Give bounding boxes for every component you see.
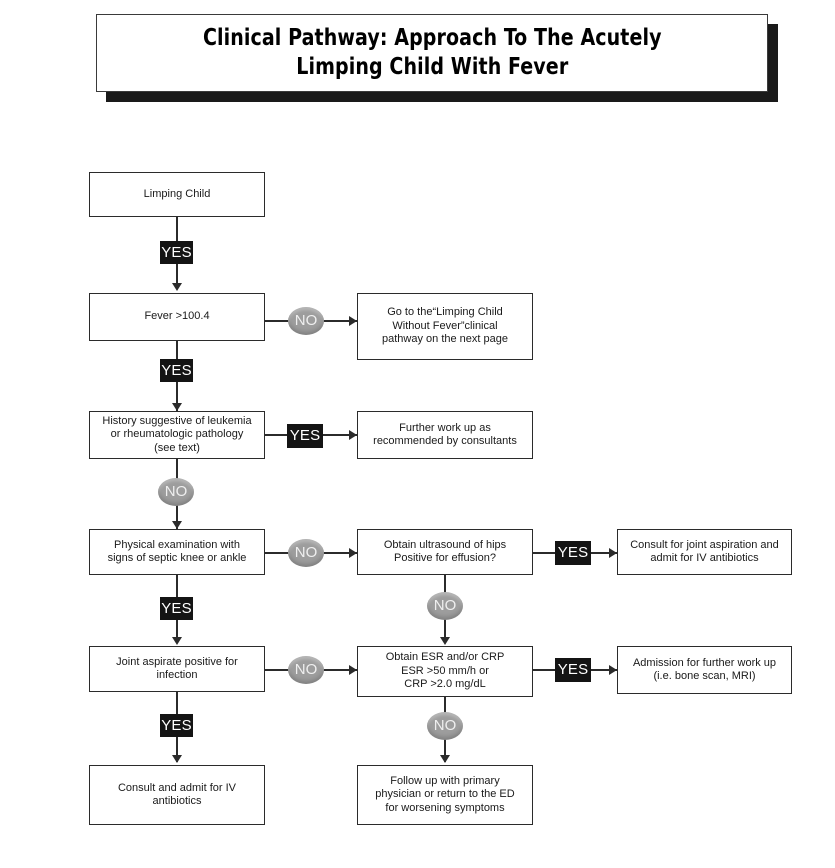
badge-yes-n10-n11[interactable]: YES xyxy=(555,658,591,682)
arrowhead-n6-n7 xyxy=(349,548,357,558)
badge-yes-n9-n12[interactable]: YES xyxy=(160,714,193,737)
node-admission-further-workup[interactable]: Admission for further work up (i.e. bone… xyxy=(617,646,792,694)
node-limping-child[interactable]: Limping Child xyxy=(89,172,265,217)
page-title: Clinical Pathway: Approach To The Acutel… xyxy=(202,25,662,80)
badge-yes-n6-n9[interactable]: YES xyxy=(160,597,193,620)
badge-no-n6-n7[interactable]: NO xyxy=(288,539,324,567)
arrowhead-n2-n4 xyxy=(172,403,182,411)
arrowhead-n4-n6 xyxy=(172,521,182,529)
node-fever[interactable]: Fever >100.4 xyxy=(89,293,265,341)
badge-yes-n1-n2[interactable]: YES xyxy=(160,241,193,264)
node-goto-without-fever-pathway[interactable]: Go to the“Limping Child Without Fever”cl… xyxy=(357,293,533,360)
page-title-banner: Clinical Pathway: Approach To The Acutel… xyxy=(96,14,768,92)
arrowhead-n1-n2 xyxy=(172,283,182,291)
arrowhead-n10-n11 xyxy=(609,665,617,675)
node-further-workup-consultants[interactable]: Further work up as recommended by consul… xyxy=(357,411,533,459)
badge-yes-n2-n4[interactable]: YES xyxy=(160,359,193,382)
badge-yes-n7-n8[interactable]: YES xyxy=(555,541,591,565)
node-consult-joint-aspiration[interactable]: Consult for joint aspiration and admit f… xyxy=(617,529,792,575)
badge-yes-n4-n5[interactable]: YES xyxy=(287,424,323,448)
badge-no-n4-n6[interactable]: NO xyxy=(158,478,194,506)
node-joint-aspirate-positive[interactable]: Joint aspirate positive for infection xyxy=(89,646,265,692)
arrowhead-n2-n3 xyxy=(349,316,357,326)
node-consult-admit-iv-antibiotics[interactable]: Consult and admit for IV antibiotics xyxy=(89,765,265,825)
node-history-leukemia-rheumatologic[interactable]: History suggestive of leukemia or rheuma… xyxy=(89,411,265,459)
arrowhead-n10-n13 xyxy=(440,755,450,763)
node-physical-exam-septic-knee-ankle[interactable]: Physical examination with signs of septi… xyxy=(89,529,265,575)
node-followup-primary-physician[interactable]: Follow up with primary physician or retu… xyxy=(357,765,533,825)
badge-no-n9-n10[interactable]: NO xyxy=(288,656,324,684)
arrowhead-n9-n12 xyxy=(172,755,182,763)
badge-no-n10-n13[interactable]: NO xyxy=(427,712,463,740)
node-obtain-esr-crp[interactable]: Obtain ESR and/or CRP ESR >50 mm/h or CR… xyxy=(357,646,533,697)
arrowhead-n7-n10 xyxy=(440,637,450,645)
arrowhead-n6-n9 xyxy=(172,637,182,645)
arrowhead-n7-n8 xyxy=(609,548,617,558)
arrowhead-n4-n5 xyxy=(349,430,357,440)
badge-no-n2-n3[interactable]: NO xyxy=(288,307,324,335)
node-ultrasound-hips-effusion[interactable]: Obtain ultrasound of hips Positive for e… xyxy=(357,529,533,575)
arrowhead-n9-n10 xyxy=(349,665,357,675)
badge-no-n7-n10[interactable]: NO xyxy=(427,592,463,620)
